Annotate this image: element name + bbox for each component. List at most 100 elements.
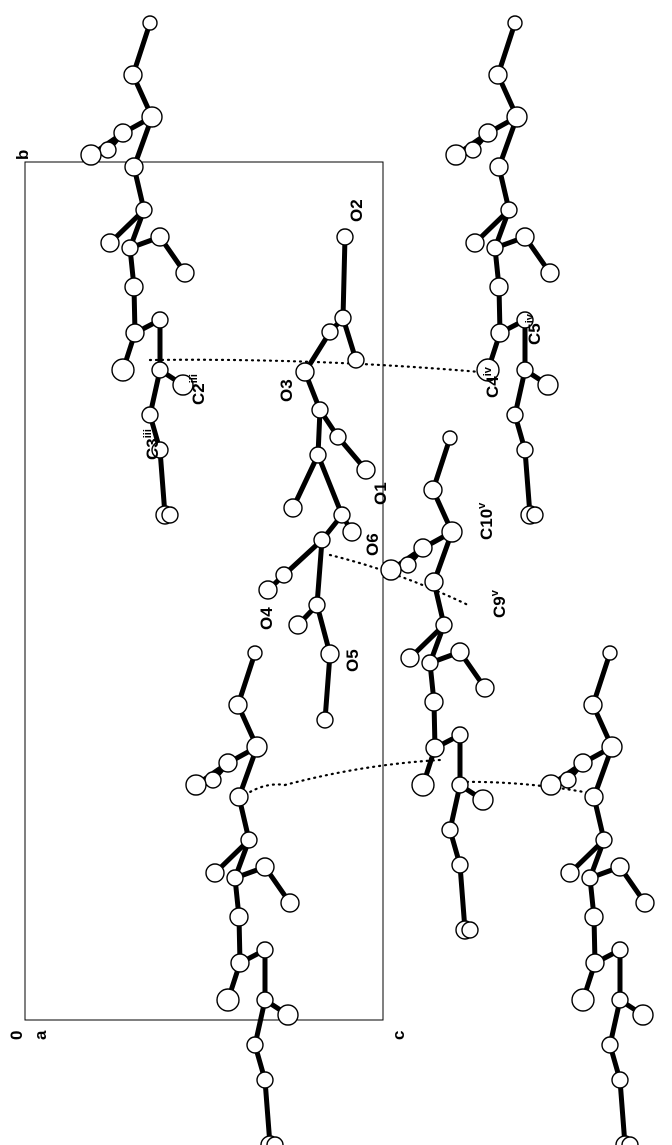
atom: [141, 106, 163, 128]
atom: [465, 233, 485, 253]
molecules: [80, 15, 655, 1145]
bond: [322, 651, 333, 723]
atom: [255, 857, 275, 877]
atom: [246, 1036, 264, 1054]
atom: [507, 15, 523, 31]
short-contacts: [148, 358, 602, 797]
molecule-bottom-right: [540, 645, 655, 1145]
atom: [475, 678, 495, 698]
atom: [611, 991, 629, 1009]
atom: [441, 521, 463, 543]
atom: [425, 738, 445, 758]
atom-label-c2: C2iii: [188, 374, 208, 405]
atom: [451, 726, 469, 744]
atom: [216, 988, 240, 1012]
atom: [610, 857, 630, 877]
contact-line: [453, 780, 602, 797]
atom: [540, 774, 562, 796]
atom-label-o1: O1: [371, 482, 390, 505]
atom: [280, 893, 300, 913]
atom: [632, 1004, 654, 1026]
atom: [472, 789, 494, 811]
bond: [315, 452, 345, 518]
atom: [461, 921, 479, 939]
atom: [277, 1004, 299, 1026]
atom-label-o3: O3: [277, 379, 296, 402]
atom: [247, 645, 263, 661]
atom: [135, 201, 153, 219]
atom: [356, 460, 376, 480]
atom: [399, 556, 417, 574]
atom: [329, 428, 347, 446]
atom: [611, 941, 629, 959]
atom-label-c9: C9v: [489, 589, 509, 618]
atom: [229, 787, 249, 807]
atom: [311, 401, 329, 419]
atom: [333, 506, 351, 524]
atom: [515, 227, 535, 247]
bond: [262, 1077, 273, 1145]
atom: [240, 831, 258, 849]
bond: [617, 1077, 628, 1145]
atom: [595, 831, 613, 849]
atom: [124, 157, 144, 177]
atom: [218, 753, 238, 773]
bond: [290, 452, 321, 511]
atom-label-c4: C4iv: [482, 366, 502, 398]
atom: [230, 953, 250, 973]
atom: [421, 654, 439, 672]
atom: [121, 239, 139, 257]
axis-a-label: a: [31, 1030, 50, 1040]
bond: [340, 234, 348, 321]
atom: [489, 157, 509, 177]
molecule-bottom-left: [185, 645, 300, 1145]
atom: [380, 559, 402, 581]
axis-c-label: c: [389, 1031, 408, 1040]
contact-line: [283, 758, 442, 787]
atom: [316, 711, 334, 729]
central-molecule: [258, 228, 376, 729]
atom: [441, 821, 459, 839]
atom: [205, 863, 225, 883]
atom: [601, 1036, 619, 1054]
atom: [151, 361, 169, 379]
atom: [111, 358, 135, 382]
atom: [500, 201, 518, 219]
atom: [334, 309, 352, 327]
atom: [584, 907, 604, 927]
molecule-top-right: [445, 15, 560, 525]
atom: [537, 374, 559, 396]
atom-labels: C3iii C2iii O3 O2 O1 O6 O4 O5 C10v C9v C…: [142, 199, 544, 672]
atom: [80, 144, 102, 166]
contact-line: [148, 358, 482, 374]
atom: [256, 941, 274, 959]
atom: [100, 233, 120, 253]
atom: [151, 441, 169, 459]
atom: [175, 263, 195, 283]
atom: [486, 239, 504, 257]
atom: [321, 323, 339, 341]
atom: [99, 141, 117, 159]
atom: [635, 893, 655, 913]
axis-labels: 0 a b c: [7, 150, 408, 1040]
atom: [142, 15, 158, 31]
bond: [457, 862, 468, 933]
atom: [516, 361, 534, 379]
atom: [151, 311, 169, 329]
atom: [295, 362, 315, 382]
atom: [585, 953, 605, 973]
atom: [161, 506, 179, 524]
molecule-middle: [380, 430, 495, 940]
atom: [424, 572, 444, 592]
atom: [283, 498, 303, 518]
atom: [526, 506, 544, 524]
atom: [478, 123, 498, 143]
atom: [308, 596, 326, 614]
atom: [256, 1071, 274, 1089]
atom: [445, 144, 467, 166]
atom-label-o4: O4: [257, 607, 276, 630]
atom: [423, 480, 443, 500]
atom: [488, 65, 508, 85]
atom: [204, 771, 222, 789]
atom-label-c10: C10v: [476, 502, 496, 540]
